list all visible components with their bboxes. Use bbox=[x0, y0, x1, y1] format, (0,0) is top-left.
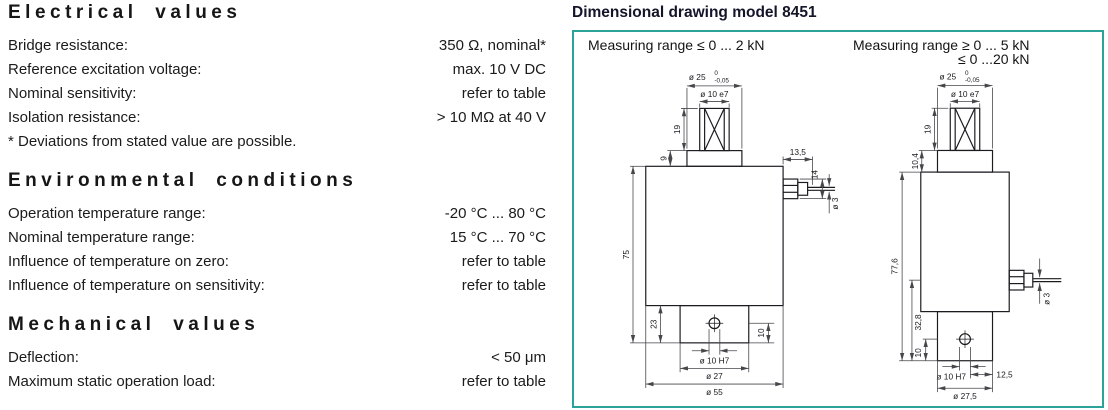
footnote: * Deviations from stated value are possi… bbox=[8, 132, 297, 150]
dim-label-10-4: 10,4 bbox=[910, 153, 920, 170]
spec-label: Influence of temperature on zero: bbox=[8, 252, 229, 270]
dim-label-75: 75 bbox=[621, 250, 631, 260]
drawing-column: Dimensional drawing model 8451 Measuring… bbox=[572, 4, 1104, 408]
dim-label-cable-d3: ø 3 bbox=[1042, 292, 1052, 304]
spec-label: Isolation resistance: bbox=[8, 108, 141, 126]
spec-value: -20 °C ... 80 °C bbox=[444, 204, 546, 222]
spec-row: Nominal sensitivity: refer to table bbox=[8, 81, 546, 105]
specs-column: Electrical values Bridge resistance: 350… bbox=[8, 2, 546, 410]
dim-label-d25: ø 25 bbox=[939, 72, 956, 82]
dim-label-tol-top: 0 bbox=[965, 70, 969, 77]
spec-label: Deflection: bbox=[8, 348, 79, 366]
dim-label-d25: ø 25 bbox=[689, 72, 706, 82]
spec-value: max. 10 V DC bbox=[452, 60, 546, 78]
spec-value: < 50 μm bbox=[491, 348, 546, 366]
dim-label-tol-bottom: -0,05 bbox=[714, 77, 729, 84]
spec-row: Reference excitation voltage: max. 10 V … bbox=[8, 57, 546, 81]
dim-label-14: 14 bbox=[809, 170, 819, 180]
spec-label: Operation temperature range: bbox=[8, 204, 206, 222]
dimensional-drawing-20kn-svg: ø 25 0 -0,05 ø 10 e7 19 bbox=[890, 70, 1062, 401]
dim-label-hole: ø 10 H7 bbox=[700, 355, 730, 365]
range-text-line1: Measuring range ≥ 0 ... 5 kN bbox=[853, 37, 1030, 53]
dim-label-19: 19 bbox=[923, 124, 933, 134]
spec-value: 350 Ω, nominal* bbox=[438, 36, 546, 54]
spec-row: Bridge resistance: 350 Ω, nominal* bbox=[8, 33, 546, 57]
dimension-annotations: ø 25 0 -0,05 ø 10 e7 19 bbox=[890, 70, 1052, 401]
spec-row: Maximum static operation load: refer to … bbox=[8, 369, 546, 393]
dim-label-d10e7: ø 10 e7 bbox=[951, 89, 980, 99]
dim-label-9: 9 bbox=[658, 156, 668, 161]
section-electrical: Electrical values Bridge resistance: 350… bbox=[8, 2, 546, 153]
section-heading-mechanical: Mechanical values bbox=[8, 314, 260, 335]
range-label-5-20kn: Measuring range ≥ 0 ... 5 kN ≤ 0 ...20 k… bbox=[847, 34, 1083, 67]
dim-label-10: 10 bbox=[756, 328, 766, 338]
section-heading-electrical: Electrical values bbox=[8, 2, 242, 23]
dim-label-d27: ø 27 bbox=[706, 371, 723, 381]
drawing-5-20kn: Measuring range ≥ 0 ... 5 kN ≤ 0 ...20 k… bbox=[847, 34, 1083, 404]
dim-label-19: 19 bbox=[672, 125, 682, 135]
spec-row: Influence of temperature on zero: refer … bbox=[8, 249, 546, 273]
spec-label: Influence of temperature on sensitivity: bbox=[8, 276, 265, 294]
spec-label: Nominal temperature range: bbox=[8, 228, 195, 246]
sensor-body-outline bbox=[645, 107, 836, 344]
section-environmental: Environmental conditions Operation tempe… bbox=[8, 170, 546, 297]
section-mechanical: Mechanical values Deflection: < 50 μm Ma… bbox=[8, 314, 546, 393]
spec-row: Isolation resistance: > 10 MΩ at 40 V bbox=[8, 105, 546, 129]
drawing-box: Measuring range ≤ 0 ... 2 kN bbox=[572, 30, 1104, 408]
dim-label-10: 10 bbox=[913, 348, 923, 358]
drawing-2kn: Measuring range ≤ 0 ... 2 kN bbox=[582, 34, 839, 404]
spec-label: Reference excitation voltage: bbox=[8, 60, 202, 78]
spec-row: Deflection: < 50 μm bbox=[8, 345, 546, 369]
dim-label-d27-5: ø 27,5 bbox=[953, 391, 977, 401]
dim-label-23: 23 bbox=[649, 319, 659, 329]
spec-row: Operation temperature range: -20 °C ... … bbox=[8, 201, 546, 225]
dim-label-d55: ø 55 bbox=[706, 387, 723, 397]
dim-label-hole: ø 10 H7 bbox=[936, 371, 966, 381]
spec-row: Influence of temperature on sensitivity:… bbox=[8, 273, 546, 297]
section-heading-environmental: Environmental conditions bbox=[8, 170, 358, 191]
drawing-title: Dimensional drawing model 8451 bbox=[572, 4, 817, 21]
dim-label-12-5: 12,5 bbox=[996, 369, 1013, 379]
spec-label: Nominal sensitivity: bbox=[8, 84, 137, 102]
spec-value: > 10 MΩ at 40 V bbox=[436, 108, 546, 126]
dim-label-d10e7: ø 10 e7 bbox=[700, 89, 729, 99]
spec-value: refer to table bbox=[461, 84, 546, 102]
dim-label-tol-top: 0 bbox=[714, 70, 718, 77]
spec-label: Bridge resistance: bbox=[8, 36, 129, 54]
dim-label-13-5: 13,5 bbox=[790, 147, 807, 157]
spec-value: 15 °C ... 70 °C bbox=[449, 228, 546, 246]
range-label-2kn: Measuring range ≤ 0 ... 2 kN bbox=[582, 34, 839, 64]
dimensional-drawing-2kn-svg: ø 25 0 -0,05 ø 10 e7 19 bbox=[621, 70, 839, 397]
dim-label-77-6: 77,6 bbox=[890, 258, 900, 275]
spec-value: refer to table bbox=[461, 276, 546, 294]
dimension-annotations: ø 25 0 -0,05 ø 10 e7 19 bbox=[621, 70, 839, 397]
spec-value: refer to table bbox=[461, 372, 546, 390]
spec-value: refer to table bbox=[461, 252, 546, 270]
range-text: Measuring range ≤ 0 ... 2 kN bbox=[588, 37, 765, 53]
dim-label-32-8: 32,8 bbox=[913, 314, 923, 331]
sensor-body-outline bbox=[920, 107, 1062, 362]
dim-label-tol-bottom: -0,05 bbox=[965, 77, 980, 84]
spec-label: Maximum static operation load: bbox=[8, 372, 216, 390]
dim-label-cable-d3: ø 3 bbox=[830, 197, 839, 209]
range-text-line2: ≤ 0 ...20 kN bbox=[958, 51, 1030, 67]
spec-row: Nominal temperature range: 15 °C ... 70 … bbox=[8, 225, 546, 249]
